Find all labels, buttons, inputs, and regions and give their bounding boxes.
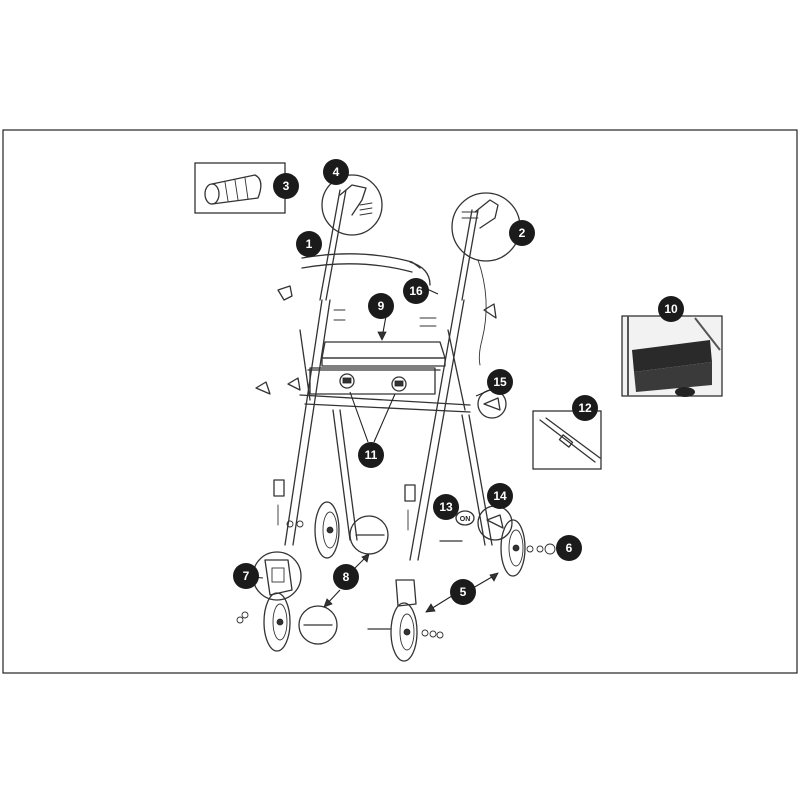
svg-text:14: 14	[493, 489, 507, 503]
inset-fold-detail	[532, 410, 602, 470]
axle-hardware	[236, 520, 556, 639]
callout-4: 4	[323, 159, 349, 185]
callout-8: 8	[333, 564, 359, 590]
axle-detail-upper	[349, 515, 389, 555]
cap-tag-text: ON	[460, 516, 471, 523]
seat	[309, 341, 446, 395]
svg-text:5: 5	[460, 585, 467, 599]
diagram-frame	[2, 129, 798, 674]
svg-text:2: 2	[519, 226, 526, 240]
svg-text:15: 15	[493, 375, 507, 389]
callout-9: 9	[368, 293, 394, 319]
brake-detail-left	[321, 174, 383, 236]
callout-11: 11	[358, 442, 384, 468]
svg-text:3: 3	[283, 179, 290, 193]
svg-text:8: 8	[343, 570, 350, 584]
hardware-bolts	[255, 285, 497, 531]
svg-text:16: 16	[409, 284, 423, 298]
callout-13: 13	[433, 494, 459, 520]
callout-6: 6	[556, 535, 582, 561]
inset-seat-photo	[621, 315, 723, 397]
wheel-rear-left	[314, 501, 340, 559]
callout-3: 3	[273, 173, 299, 199]
svg-text:6: 6	[566, 541, 573, 555]
svg-text:13: 13	[439, 500, 453, 514]
callout-16: 16	[403, 278, 429, 304]
callout-2: 2	[509, 220, 535, 246]
callout-12: 12	[572, 395, 598, 421]
svg-text:1: 1	[306, 237, 313, 251]
callout-10: 10	[658, 296, 684, 322]
wheel-rear-right	[500, 519, 526, 577]
svg-text:12: 12	[578, 401, 592, 415]
brake-detail-right	[451, 192, 521, 262]
callout-14: 14	[487, 483, 513, 509]
brake-cable	[477, 259, 487, 366]
svg-text:10: 10	[664, 302, 678, 316]
arrowheads	[323, 331, 499, 613]
wheel-front-left	[263, 592, 291, 652]
callout-15: 15	[487, 369, 513, 395]
inset-cap-tag: ON	[455, 510, 475, 526]
walker-frame	[284, 189, 493, 561]
svg-text:7: 7	[243, 569, 250, 583]
callout-5: 5	[450, 579, 476, 605]
svg-text:9: 9	[378, 299, 385, 313]
callout-7: 7	[233, 563, 259, 589]
svg-text:4: 4	[333, 165, 340, 179]
svg-text:11: 11	[365, 448, 378, 462]
inset-hand-grip	[194, 162, 286, 214]
seat-hooks	[339, 373, 407, 392]
callout-1: 1	[296, 231, 322, 257]
axle-detail-lower	[298, 605, 338, 645]
wheel-front-right	[390, 579, 418, 662]
